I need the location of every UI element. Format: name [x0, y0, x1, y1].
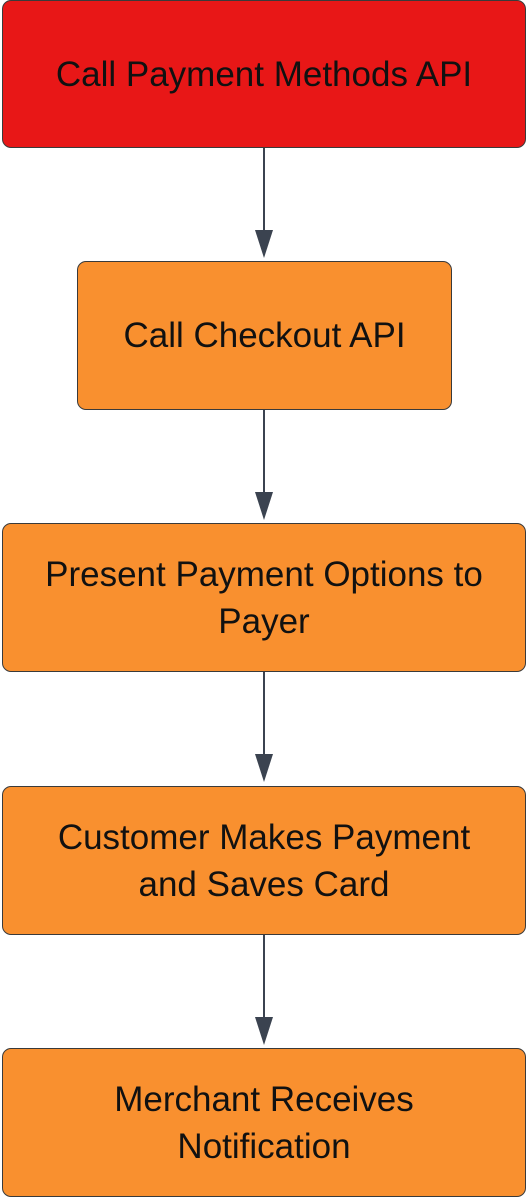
step-label: Call Checkout API: [123, 316, 406, 355]
step-label: Call Payment Methods API: [55, 54, 473, 94]
step-label: Merchant Receives Notification: [114, 1079, 414, 1166]
step-customer-makes-payment: Customer Makes Payment and Saves Card: [2, 786, 526, 935]
step-call-payment-methods-api: Call Payment Methods API: [2, 0, 526, 148]
step-label: Present Payment Options to Payer: [45, 554, 483, 641]
step-label: Customer Makes Payment and Saves Card: [57, 817, 471, 904]
arrow-1: [255, 148, 273, 258]
step-merchant-receives-notification: Merchant Receives Notification: [2, 1048, 526, 1197]
step-call-checkout-api: Call Checkout API: [77, 261, 452, 410]
arrow-3: [255, 672, 273, 782]
arrow-2: [255, 410, 273, 520]
step-present-payment-options: Present Payment Options to Payer: [2, 523, 526, 672]
arrow-4: [255, 935, 273, 1045]
